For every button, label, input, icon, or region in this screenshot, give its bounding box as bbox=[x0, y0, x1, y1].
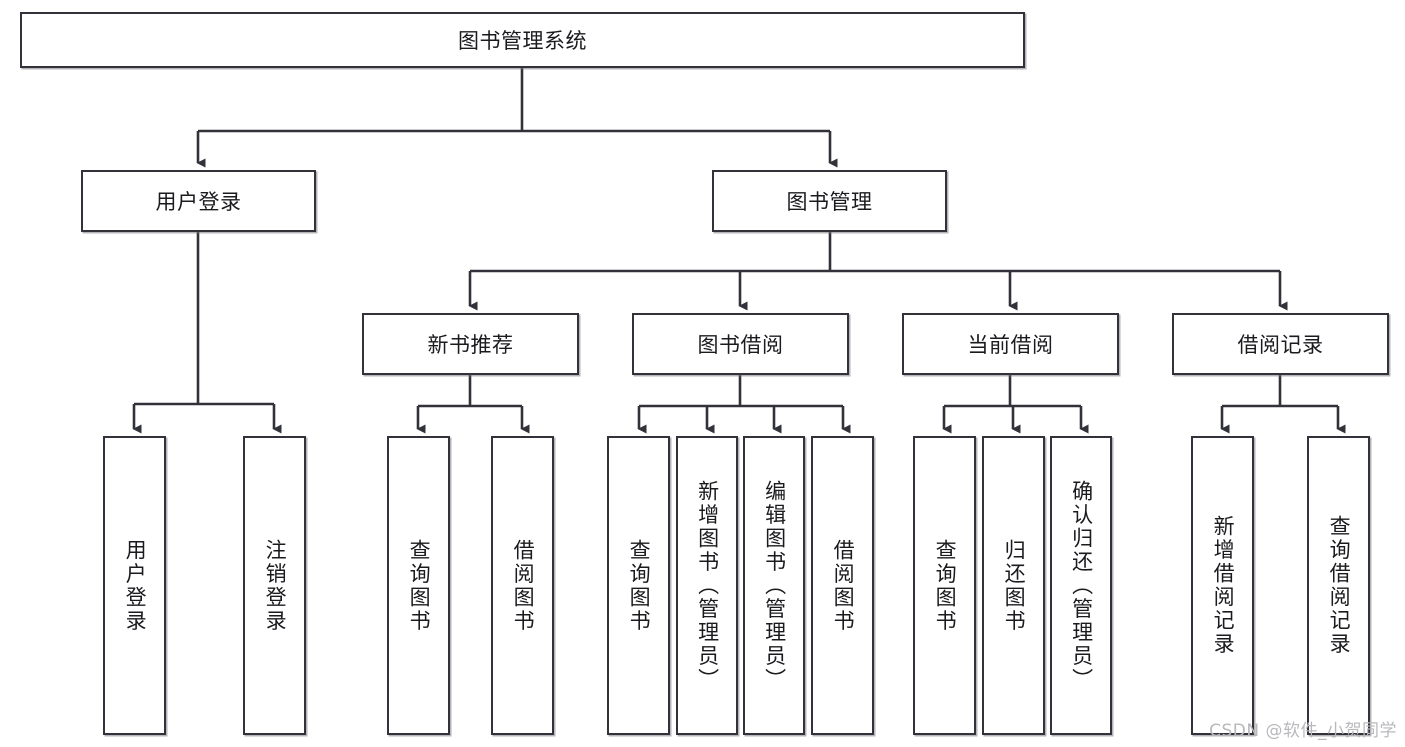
node-label: 图书管理系统 bbox=[458, 29, 587, 53]
node-label: 借阅记录 bbox=[1237, 333, 1324, 357]
node-user-login[interactable]: 用户登录 bbox=[81, 170, 316, 232]
node-root-system[interactable]: 图书管理系统 bbox=[20, 12, 1025, 68]
node-label: 借阅图书 bbox=[511, 538, 536, 633]
leaf-edit-book-admin[interactable]: 编辑图书（管理员） bbox=[743, 436, 805, 735]
leaf-query-book[interactable]: 查询图书 bbox=[607, 436, 670, 735]
node-label: 借阅图书 bbox=[831, 538, 856, 633]
leaf-add-borrow-record[interactable]: 新增借阅记录 bbox=[1191, 436, 1254, 735]
node-label: 新增图书（管理员） bbox=[695, 479, 720, 692]
leaf-add-book-admin[interactable]: 新增图书（管理员） bbox=[676, 436, 738, 735]
node-label: 查询图书 bbox=[933, 538, 958, 633]
leaf-return-book[interactable]: 归还图书 bbox=[982, 436, 1045, 735]
leaf-query-book-current[interactable]: 查询图书 bbox=[913, 436, 976, 735]
node-borrow-records[interactable]: 借阅记录 bbox=[1172, 313, 1389, 375]
node-label: 用户登录 bbox=[155, 190, 242, 214]
leaf-query-borrow-record[interactable]: 查询借阅记录 bbox=[1307, 436, 1370, 735]
node-label: 查询图书 bbox=[407, 538, 432, 633]
node-label: 图书借阅 bbox=[697, 333, 784, 357]
node-label: 查询图书 bbox=[627, 538, 652, 633]
node-label: 新增借阅记录 bbox=[1211, 515, 1236, 656]
leaf-confirm-return-admin[interactable]: 确认归还（管理员） bbox=[1050, 436, 1112, 735]
node-label: 用户登录 bbox=[123, 538, 148, 633]
node-label: 归还图书 bbox=[1002, 538, 1027, 633]
node-label: 查询借阅记录 bbox=[1327, 515, 1352, 656]
node-label: 当前借阅 bbox=[967, 333, 1054, 357]
node-label: 确认归还（管理员） bbox=[1069, 479, 1094, 692]
node-label: 注销登录 bbox=[263, 538, 288, 633]
node-current-borrow[interactable]: 当前借阅 bbox=[902, 313, 1119, 375]
leaf-query-book-recommend[interactable]: 查询图书 bbox=[387, 436, 450, 735]
leaf-borrow-book-recommend[interactable]: 借阅图书 bbox=[491, 436, 554, 735]
node-label: 新书推荐 bbox=[427, 333, 514, 357]
node-label: 图书管理 bbox=[786, 190, 873, 214]
node-book-management[interactable]: 图书管理 bbox=[712, 170, 947, 232]
node-new-book-recommend[interactable]: 新书推荐 bbox=[362, 313, 579, 375]
leaf-user-login[interactable]: 用户登录 bbox=[103, 436, 166, 735]
node-book-borrow[interactable]: 图书借阅 bbox=[632, 313, 849, 375]
node-label: 编辑图书（管理员） bbox=[762, 479, 787, 692]
leaf-borrow-book[interactable]: 借阅图书 bbox=[811, 436, 874, 735]
leaf-user-logout[interactable]: 注销登录 bbox=[243, 436, 306, 735]
